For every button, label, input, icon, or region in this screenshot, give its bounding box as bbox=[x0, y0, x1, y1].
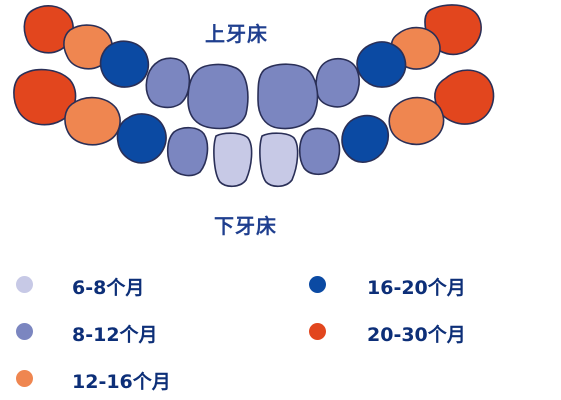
legend-label: 16-20个月 bbox=[367, 277, 466, 299]
tooth-lower-canine-right bbox=[341, 114, 390, 163]
tooth-lower-second-molar-left bbox=[13, 68, 77, 126]
lower-jaw bbox=[13, 68, 495, 188]
tooth-lower-canine-left bbox=[116, 113, 167, 164]
legend-swatch bbox=[309, 323, 326, 340]
legend-label: 20-30个月 bbox=[367, 324, 466, 346]
tooth-upper-lateral-incisor-left bbox=[145, 57, 191, 109]
lower-jaw-label: 下牙床 bbox=[214, 214, 277, 238]
tooth-upper-second-molar-left bbox=[23, 5, 74, 54]
legend-swatch bbox=[16, 370, 33, 387]
upper-jaw bbox=[23, 4, 482, 130]
tooth-lower-central-incisor-right bbox=[259, 132, 299, 188]
legend-label: 8-12个月 bbox=[72, 324, 158, 346]
legend-label: 6-8个月 bbox=[72, 277, 145, 299]
tooth-upper-central-incisor-left bbox=[187, 63, 249, 130]
upper-jaw-label: 上牙床 bbox=[205, 22, 268, 46]
tooth-upper-canine-left bbox=[99, 40, 150, 88]
tooth-upper-canine-right bbox=[356, 41, 407, 88]
legend-swatch bbox=[16, 276, 33, 293]
tooth-upper-lateral-incisor-right bbox=[315, 57, 360, 108]
tooth-lower-first-molar-right bbox=[388, 96, 445, 146]
tooth-lower-first-molar-left bbox=[64, 96, 121, 146]
tooth-lower-lateral-incisor-left bbox=[166, 126, 209, 177]
tooth-lower-lateral-incisor-right bbox=[298, 127, 341, 176]
legend-label: 12-16个月 bbox=[72, 371, 171, 393]
tooth-lower-second-molar-right bbox=[434, 69, 495, 125]
tooth-upper-central-incisor-right bbox=[257, 63, 319, 130]
legend-swatch bbox=[309, 276, 326, 293]
legend-swatch bbox=[16, 323, 33, 340]
tooth-lower-central-incisor-left bbox=[213, 132, 253, 188]
